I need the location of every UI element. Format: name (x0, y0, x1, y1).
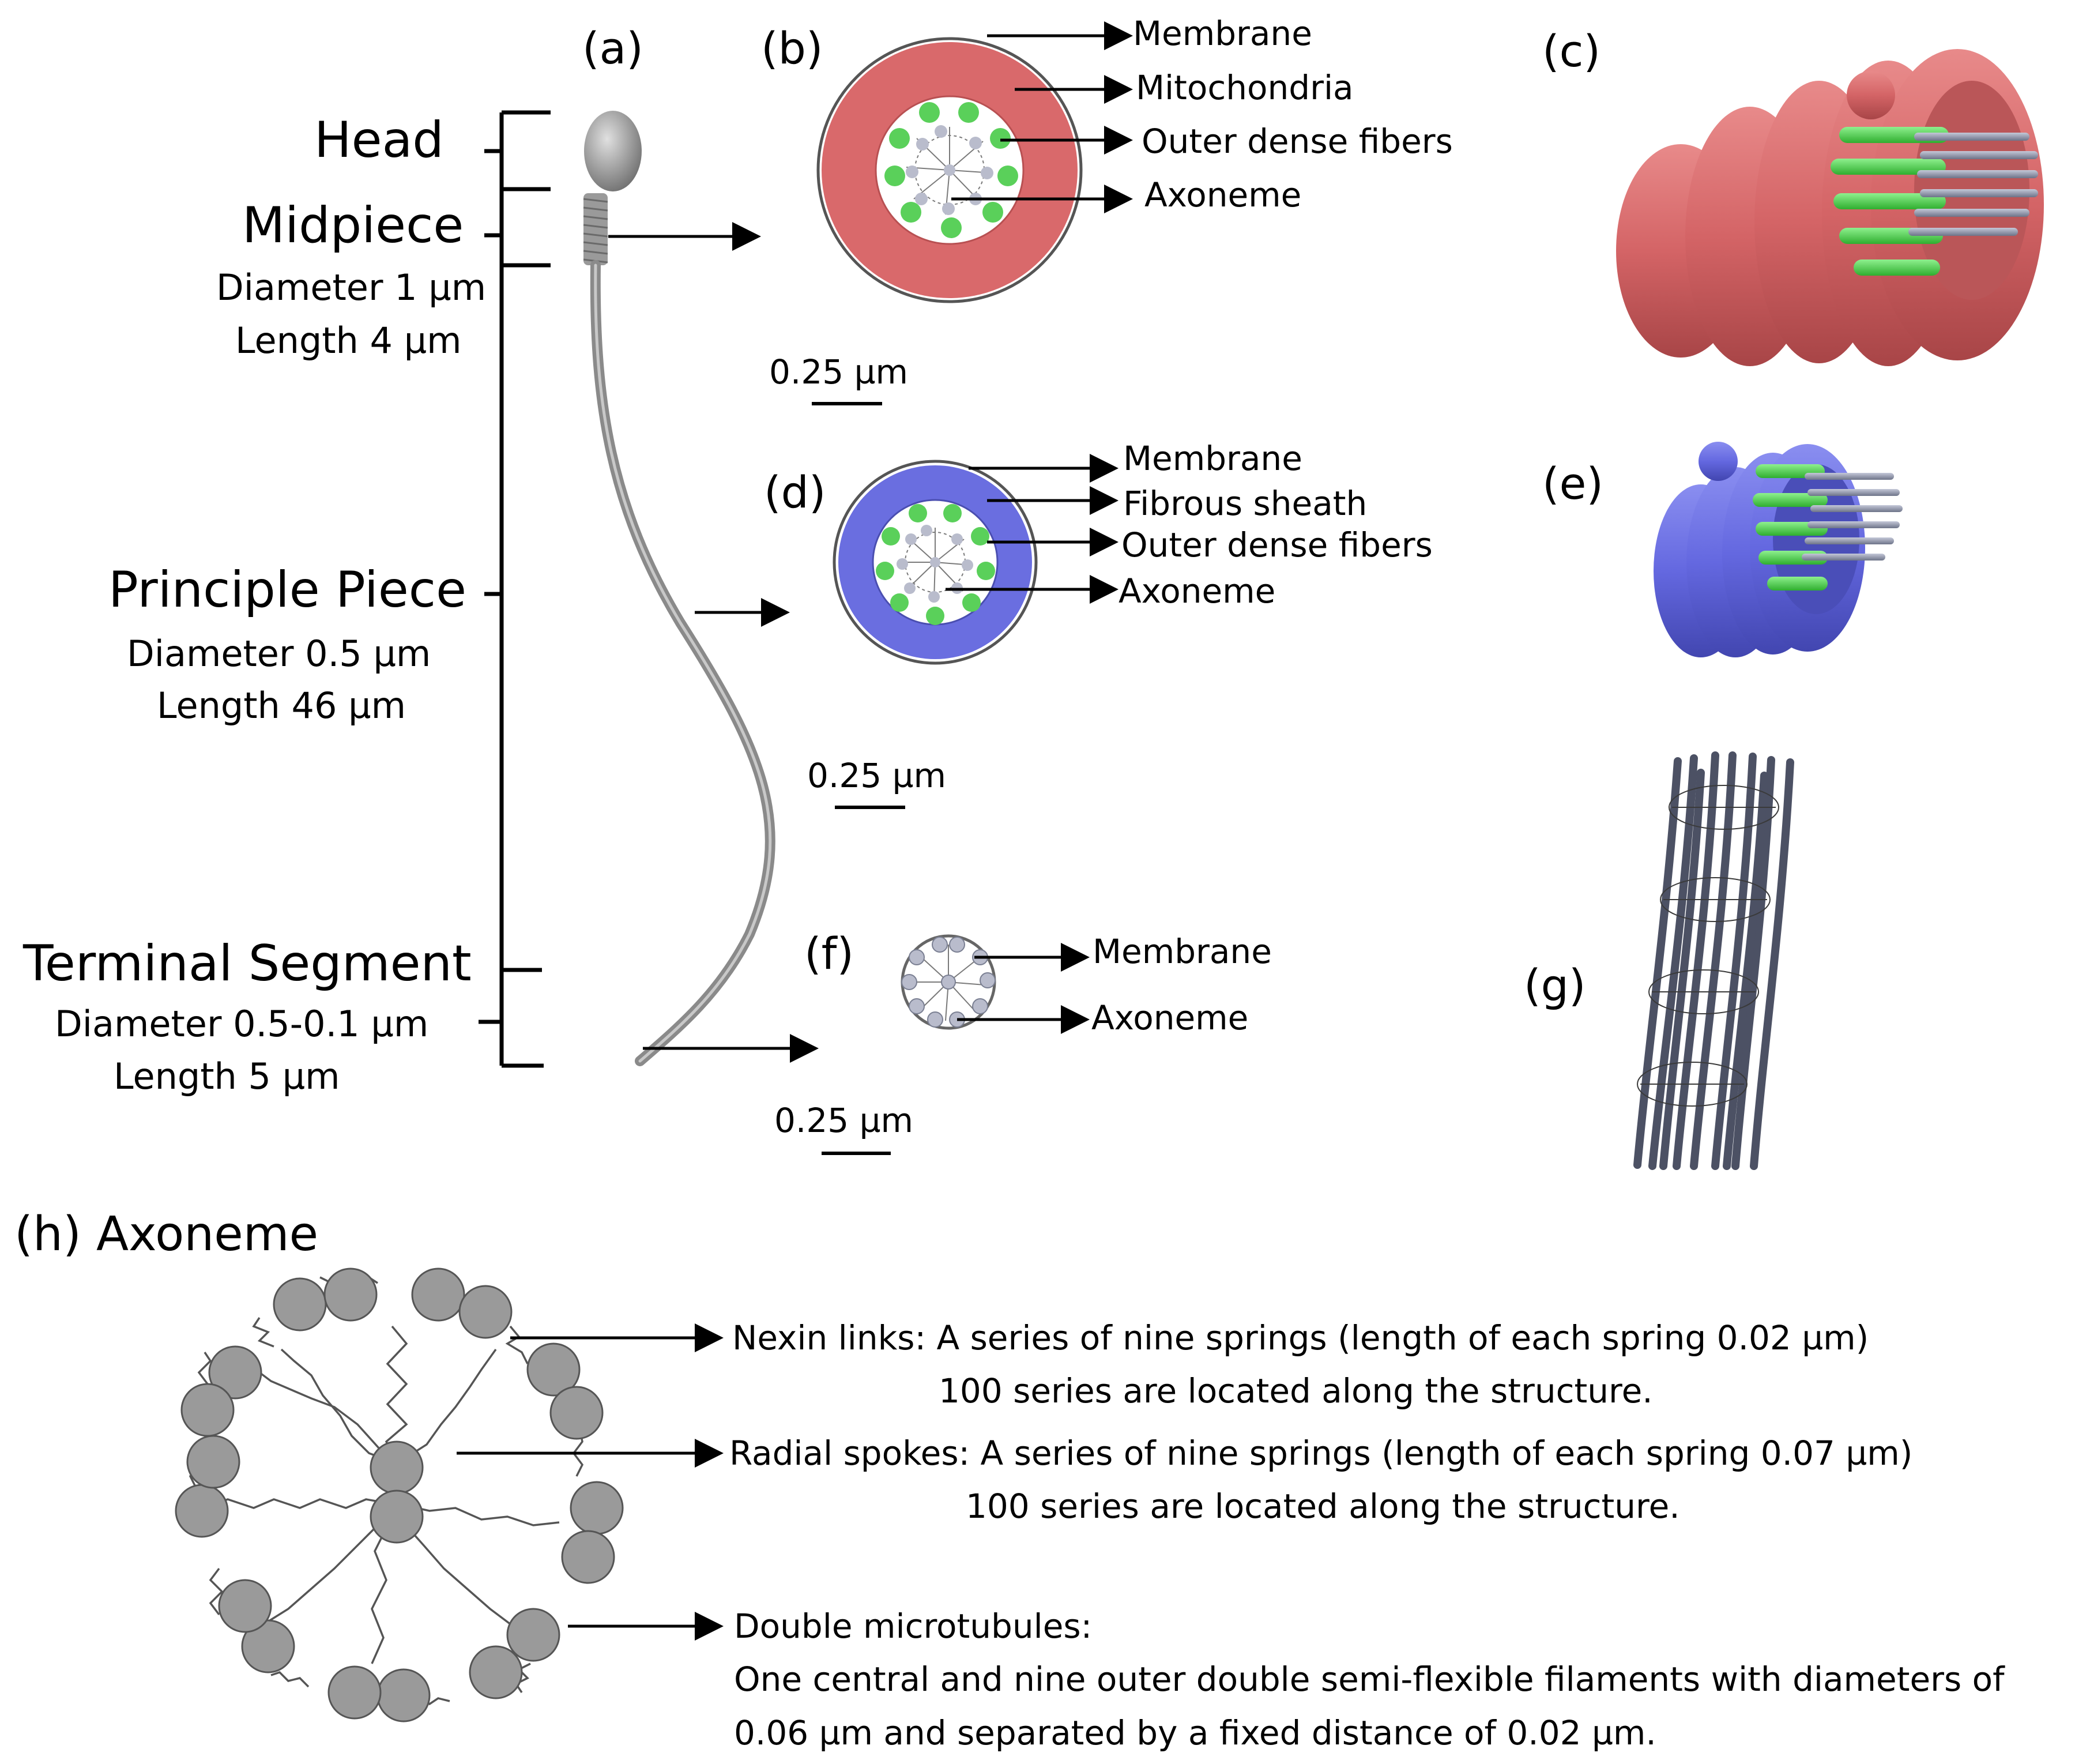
panel-label-h: (h) Axoneme (14, 1207, 318, 1262)
midpiece-diameter: Diameter 1 µm (216, 266, 486, 309)
midpiece-length: Length 4 µm (235, 319, 462, 362)
panel-d: (d) Memb (764, 439, 1433, 809)
principle-length: Length 46 µm (157, 684, 406, 727)
axoneme-doublets (175, 1267, 624, 1722)
axoneme-3d-filaments (1633, 751, 1794, 1170)
double-microtubules-text-1: Double microtubules: (734, 1607, 1092, 1646)
panel-label-d: (d) (764, 467, 826, 518)
membrane-ring-d (833, 460, 1038, 665)
radial-spokes-text-1: Radial spokes: A series of nine springs … (729, 1434, 1912, 1473)
panel-label-e: (e) (1542, 458, 1603, 509)
principle-diameter: Diameter 0.5 µm (127, 633, 431, 675)
d-axoneme-label: Axoneme (1119, 571, 1275, 611)
length-bracket (479, 110, 551, 1068)
odf-bundle-e (1753, 464, 1903, 590)
double-microtubules-text-2: One central and nine outer double semi-f… (734, 1660, 2005, 1699)
sperm-head (584, 111, 642, 191)
panel-label-f: (f) (804, 928, 854, 979)
sperm-tail (590, 260, 775, 1066)
panel-e: (e) (1542, 442, 1903, 657)
arrows-b (951, 21, 1133, 213)
odf-d (876, 504, 995, 625)
b-membrane-label: Membrane (1133, 14, 1312, 53)
f-axoneme-label: Axoneme (1091, 998, 1248, 1037)
sperm-illustration (583, 111, 775, 1066)
panel-b: (b) Memb (761, 14, 1453, 405)
doublets-f (901, 936, 996, 1028)
label-principle-piece: Principle Piece (108, 561, 466, 619)
d-fibrous-sheath-label: Fibrous sheath (1123, 484, 1367, 523)
terminal-diameter: Diameter 0.5-0.1 µm (55, 1003, 428, 1045)
f-scale-label: 0.25 µm (774, 1101, 913, 1140)
panel-g: (g) (1524, 751, 1794, 1170)
panel-label-a: (a) (582, 22, 643, 74)
odf-bundle-c (1831, 127, 2038, 276)
arrows-d (946, 454, 1119, 604)
panel-c: (c) (1542, 25, 2044, 366)
arrows-f (957, 943, 1090, 1034)
sperm-midpiece (583, 193, 608, 265)
double-microtubules-text-3: 0.06 µm and separated by a fixed distanc… (734, 1713, 1656, 1752)
f-membrane-label: Membrane (1093, 932, 1272, 971)
d-membrane-label: Membrane (1123, 439, 1302, 478)
panel-label-c: (c) (1542, 25, 1601, 77)
b-scale-label: 0.25 µm (769, 352, 908, 392)
terminal-length: Length 5 µm (114, 1055, 340, 1097)
label-head: Head (314, 111, 444, 169)
label-terminal-segment: Terminal Segment (22, 935, 472, 992)
b-axoneme-label: Axoneme (1144, 175, 1301, 215)
label-midpiece: Midpiece (242, 197, 464, 254)
membrane-ring-b (816, 37, 1083, 303)
d-odf-label: Outer dense fibers (1121, 525, 1433, 565)
d-scale-label: 0.25 µm (807, 756, 946, 795)
panel-h: (h) Axoneme (14, 1207, 2005, 1752)
b-odf-label: Outer dense fibers (1142, 122, 1453, 161)
nexin-links-text-2: 100 series are located along the structu… (939, 1371, 1653, 1411)
b-mitochondria-label: Mitochondria (1136, 68, 1354, 107)
mitochondria-helix-3d (1616, 49, 2044, 366)
panel-a: (a) (22, 22, 819, 1097)
panel-label-g: (g) (1524, 960, 1586, 1011)
nexin-links-text-1: Nexin links: A series of nine springs (l… (732, 1318, 1869, 1357)
radial-spokes-text-2: 100 series are located along the structu… (966, 1487, 1680, 1526)
doublets-d (897, 525, 973, 603)
panel-f: (f) Membrane Axoneme 0.25 µm (774, 928, 1272, 1155)
odf-b (884, 102, 1018, 238)
axoneme-3d-spokes (1637, 785, 1779, 1107)
panel-label-b: (b) (761, 22, 823, 74)
arrows-h (457, 1323, 724, 1641)
